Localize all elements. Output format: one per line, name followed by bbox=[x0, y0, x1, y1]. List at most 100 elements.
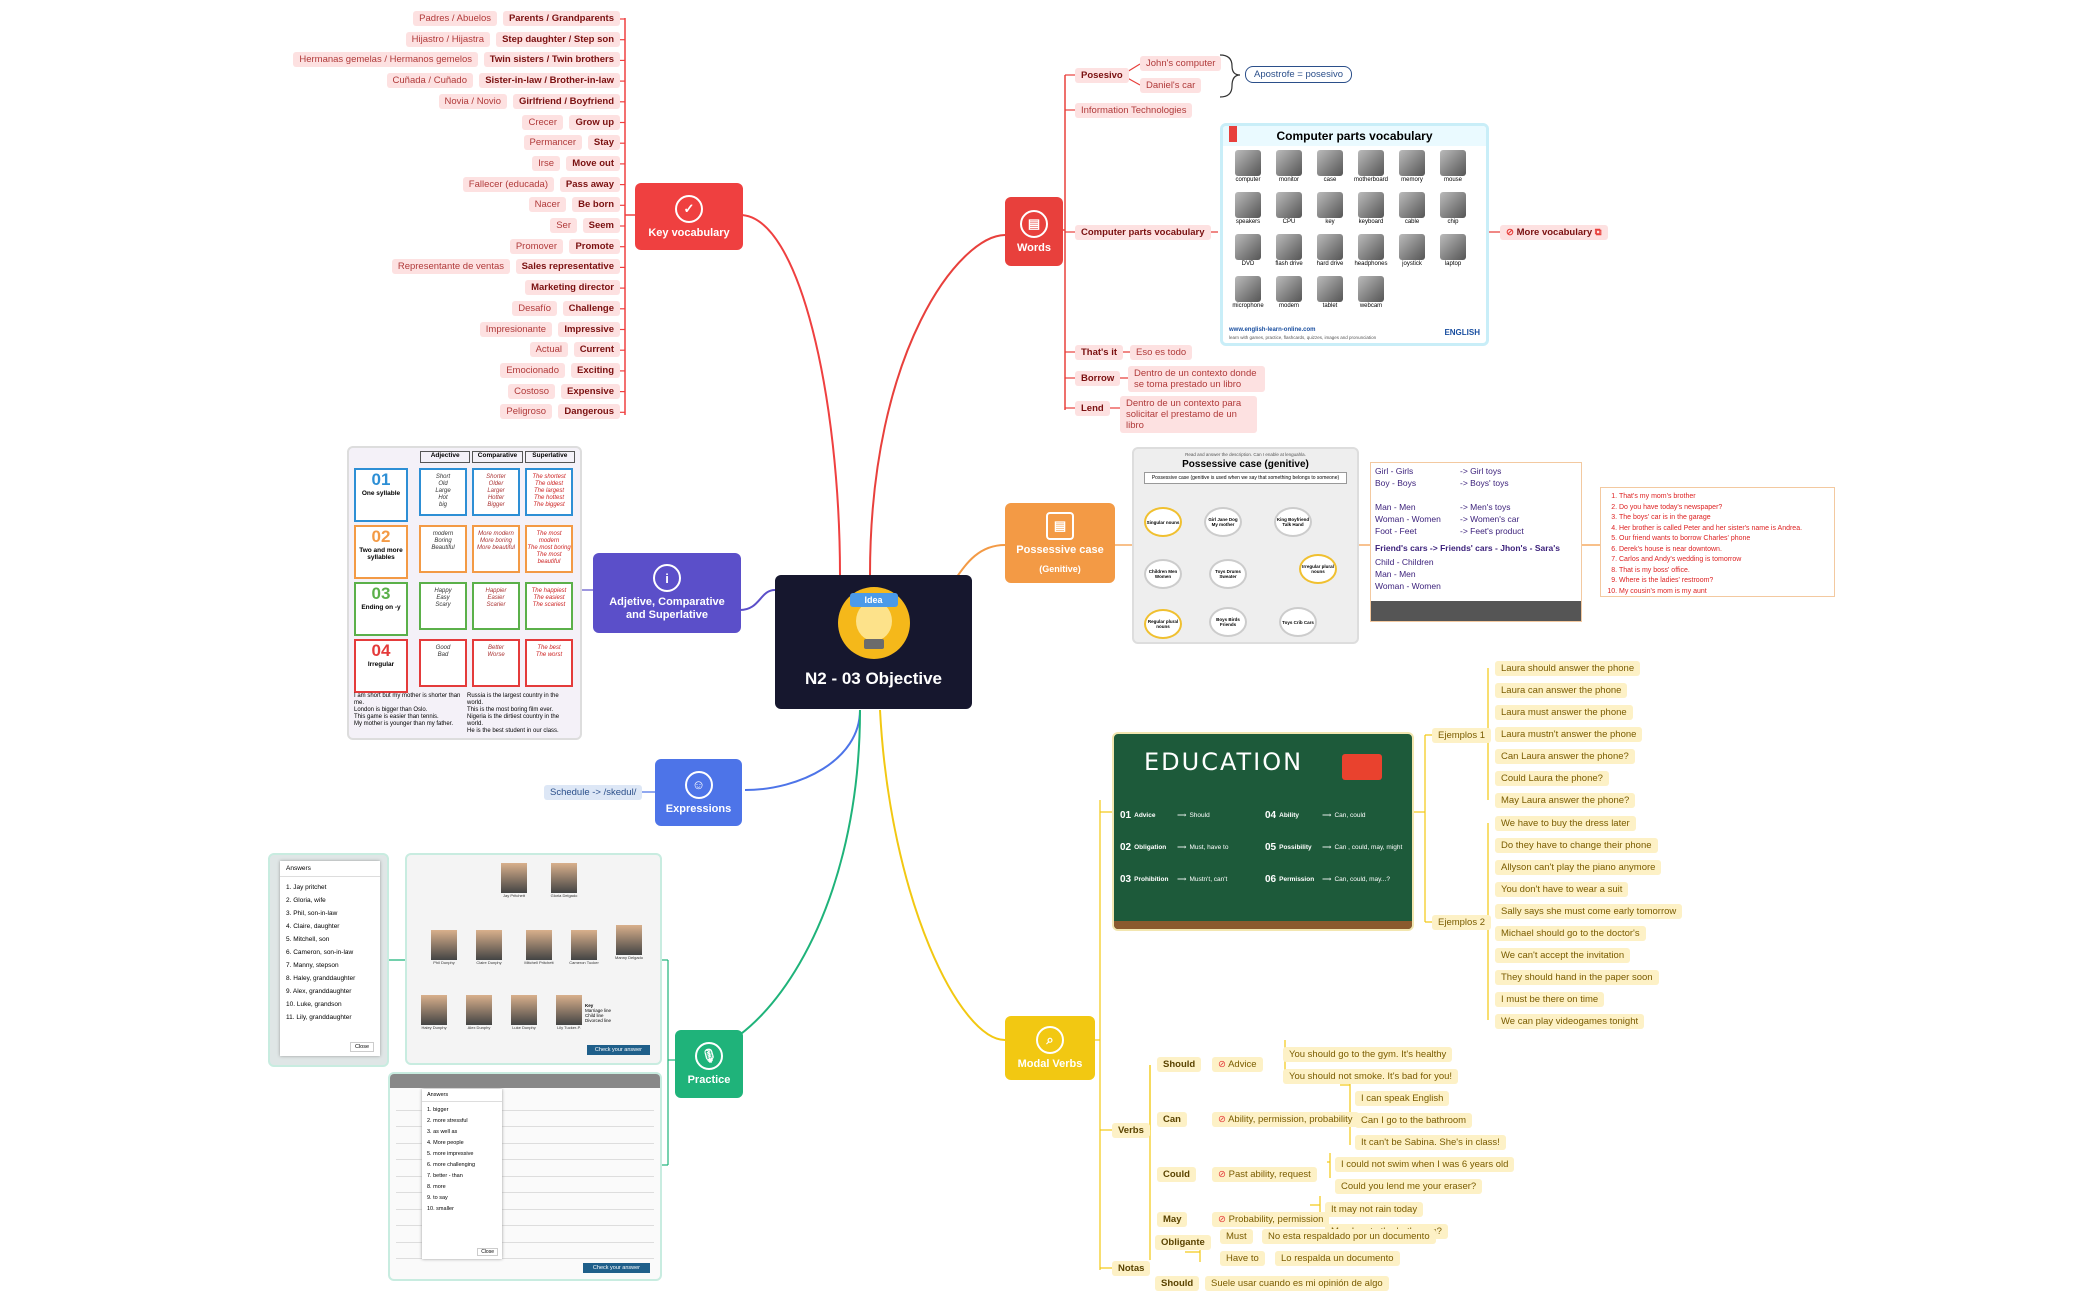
thats-it-node[interactable]: That's it bbox=[1075, 345, 1124, 360]
key-vocab-es[interactable]: Cuñada / Cuñado bbox=[386, 73, 473, 89]
posesivo-item-2[interactable]: Daniel's car bbox=[1140, 78, 1202, 93]
adjective-node[interactable]: i Adjetive, Comparative and Superlative bbox=[593, 553, 741, 633]
key-vocab-en[interactable]: Expensive bbox=[561, 383, 620, 399]
close-button-1[interactable]: Close bbox=[349, 1042, 374, 1052]
key-vocab-es[interactable]: Crecer bbox=[522, 114, 563, 130]
possessive-node[interactable]: ▤ Possessive case (Genitive) bbox=[1005, 503, 1115, 583]
modal-verb-node[interactable]: Could bbox=[1157, 1167, 1196, 1182]
modal-example[interactable]: They should hand in the paper soon bbox=[1495, 970, 1659, 985]
lend-node[interactable]: Lend bbox=[1075, 401, 1110, 416]
key-vocab-en[interactable]: Sales representative bbox=[515, 259, 620, 275]
modal-verb-use[interactable]: ⊘ Past ability, request bbox=[1212, 1167, 1317, 1182]
borrow-node[interactable]: Borrow bbox=[1075, 371, 1121, 386]
computer-parts-node[interactable]: Computer parts vocabulary bbox=[1075, 225, 1211, 240]
modal-example[interactable]: Laura must answer the phone bbox=[1495, 705, 1633, 720]
key-vocab-en[interactable]: Seem bbox=[582, 218, 620, 233]
modal-example[interactable]: We can play videogames tonight bbox=[1495, 1014, 1645, 1029]
posesivo-item-1[interactable]: John's computer bbox=[1140, 56, 1222, 71]
modal-example[interactable]: Sally says she must come early tomorrow bbox=[1495, 904, 1683, 919]
modal-verb-example[interactable]: Can I go to the bathroom bbox=[1355, 1113, 1473, 1128]
key-vocab-en[interactable]: Dangerous bbox=[558, 404, 620, 420]
close-button-2[interactable]: Close bbox=[477, 1248, 498, 1256]
key-vocab-en[interactable]: Stay bbox=[587, 135, 620, 151]
apostrofe-note[interactable]: Apostrofe = posesivo bbox=[1245, 66, 1352, 83]
key-vocab-es[interactable]: Hijastro / Hijastra bbox=[405, 31, 490, 47]
modal-example[interactable]: Laura can answer the phone bbox=[1495, 683, 1628, 698]
key-vocab-es[interactable]: Ser bbox=[550, 218, 577, 233]
practice-node[interactable]: 🎙 Practice bbox=[675, 1030, 743, 1098]
modal-verb-use[interactable]: ⊘ Advice bbox=[1212, 1057, 1263, 1072]
key-vocab-en[interactable]: Pass away bbox=[559, 176, 620, 192]
modal-verb-node[interactable]: Can bbox=[1157, 1112, 1187, 1127]
key-vocab-es[interactable]: Representante de ventas bbox=[391, 259, 510, 275]
key-vocab-es[interactable]: Desafío bbox=[512, 300, 557, 316]
should-note-node[interactable]: Should bbox=[1155, 1276, 1200, 1291]
key-vocab-es[interactable]: Permancer bbox=[523, 135, 582, 151]
key-vocab-es[interactable]: Padres / Abuelos bbox=[413, 11, 497, 26]
ejemplos2-node[interactable]: Ejemplos 2 bbox=[1432, 915, 1491, 930]
key-vocab-es[interactable]: Costoso bbox=[508, 383, 555, 399]
ejemplos1-node[interactable]: Ejemplos 1 bbox=[1432, 728, 1491, 743]
key-vocab-es[interactable]: Novia / Novio bbox=[438, 93, 507, 109]
modal-example[interactable]: You don't have to wear a suit bbox=[1495, 882, 1629, 897]
schedule-expression[interactable]: Schedule -> /skedul/ bbox=[544, 785, 643, 800]
key-vocab-es[interactable]: Fallecer (educada) bbox=[462, 176, 554, 192]
words-node[interactable]: ▤ Words bbox=[1005, 197, 1063, 266]
obligante-node[interactable]: Obligante bbox=[1155, 1235, 1211, 1250]
modal-example[interactable]: Do they have to change their phone bbox=[1495, 838, 1658, 853]
key-vocab-en[interactable]: Impressive bbox=[558, 321, 620, 337]
key-vocab-en[interactable]: Move out bbox=[566, 155, 620, 171]
obligante-must-meaning[interactable]: No esta respaldado por un documento bbox=[1262, 1229, 1436, 1244]
posesivo-node[interactable]: Posesivo bbox=[1075, 68, 1129, 83]
obligante-must[interactable]: Must bbox=[1220, 1229, 1253, 1244]
key-vocab-es[interactable]: Emocionado bbox=[500, 362, 565, 378]
modal-verb-example[interactable]: Could you lend me your eraser? bbox=[1335, 1179, 1483, 1194]
check-answer-button-1[interactable]: Check your answer bbox=[586, 1045, 650, 1055]
key-vocab-en[interactable]: Exciting bbox=[571, 362, 620, 378]
verbs-node[interactable]: Verbs bbox=[1112, 1123, 1150, 1138]
key-vocab-en[interactable]: Challenge bbox=[562, 300, 620, 316]
info-tech-node[interactable]: Information Technologies bbox=[1075, 103, 1193, 118]
key-vocab-en[interactable]: Be born bbox=[572, 197, 620, 213]
modal-verb-use[interactable]: ⊘ Probability, permission bbox=[1212, 1212, 1330, 1227]
obligante-have-to[interactable]: Have to bbox=[1220, 1251, 1265, 1266]
modal-verb-example[interactable]: I could not swim when I was 6 years old bbox=[1335, 1157, 1515, 1172]
modal-example[interactable]: Could Laura the phone? bbox=[1495, 771, 1609, 786]
modal-verb-node[interactable]: May bbox=[1157, 1212, 1188, 1227]
key-vocab-en[interactable]: Girlfriend / Boyfriend bbox=[512, 93, 620, 109]
modal-example[interactable]: Allyson can't play the piano anymore bbox=[1495, 860, 1662, 875]
modal-verb-example[interactable]: You should go to the gym. It's healthy bbox=[1283, 1047, 1453, 1062]
borrow-meaning[interactable]: Dentro de un contexto donde se toma pres… bbox=[1128, 366, 1265, 392]
key-vocab-en[interactable]: Grow up bbox=[569, 114, 620, 130]
modal-verb-example[interactable]: You should not smoke. It's bad for you! bbox=[1283, 1069, 1459, 1084]
modal-example[interactable]: Michael should go to the doctor's bbox=[1495, 926, 1646, 941]
modal-verb-example[interactable]: It can't be Sabina. She's in class! bbox=[1355, 1135, 1506, 1150]
key-vocab-en[interactable]: Parents / Grandparents bbox=[502, 11, 620, 26]
key-vocab-en[interactable]: Twin sisters / Twin brothers bbox=[483, 52, 620, 68]
key-vocabulary-node[interactable]: ✓ Key vocabulary bbox=[635, 183, 743, 250]
should-note-meaning[interactable]: Suele usar cuando es mi opinión de algo bbox=[1205, 1276, 1389, 1291]
key-vocab-es[interactable]: Promover bbox=[509, 238, 563, 254]
modal-example[interactable]: We can't accept the invitation bbox=[1495, 948, 1631, 963]
lend-meaning[interactable]: Dentro de un contexto para solicitar el … bbox=[1120, 396, 1257, 433]
key-vocab-en[interactable]: Promote bbox=[569, 238, 620, 254]
obligante-have-to-meaning[interactable]: Lo respalda un documento bbox=[1275, 1251, 1400, 1266]
key-vocab-en[interactable]: Sister-in-law / Brother-in-law bbox=[479, 73, 620, 89]
key-vocab-en[interactable]: Step daughter / Step son bbox=[496, 31, 620, 47]
check-answer-button-2[interactable]: Check your answer bbox=[582, 1263, 650, 1273]
modal-verb-example[interactable]: I can speak English bbox=[1355, 1091, 1450, 1106]
key-vocab-en[interactable]: Marketing director bbox=[525, 280, 620, 296]
modal-verb-use[interactable]: ⊘ Ability, permission, probability bbox=[1212, 1112, 1359, 1127]
key-vocab-es[interactable]: Irse bbox=[532, 155, 560, 171]
modal-example[interactable]: We have to buy the dress later bbox=[1495, 816, 1636, 831]
key-vocab-es[interactable]: Peligroso bbox=[500, 404, 552, 420]
modal-example[interactable]: Laura should answer the phone bbox=[1495, 661, 1641, 676]
modal-verbs-node[interactable]: ⌕ Modal Verbs bbox=[1005, 1016, 1095, 1080]
key-vocab-es[interactable]: Nacer bbox=[528, 197, 566, 213]
key-vocab-es[interactable]: Actual bbox=[529, 342, 568, 358]
expressions-node[interactable]: ☺ Expressions bbox=[655, 759, 742, 826]
modal-verb-node[interactable]: Should bbox=[1157, 1057, 1202, 1072]
modal-example[interactable]: I must be there on time bbox=[1495, 992, 1605, 1007]
key-vocab-es[interactable]: Hermanas gemelas / Hermanos gemelos bbox=[293, 52, 478, 68]
more-vocabulary-link[interactable]: ⊘ More vocabulary ⧉ bbox=[1500, 225, 1608, 240]
